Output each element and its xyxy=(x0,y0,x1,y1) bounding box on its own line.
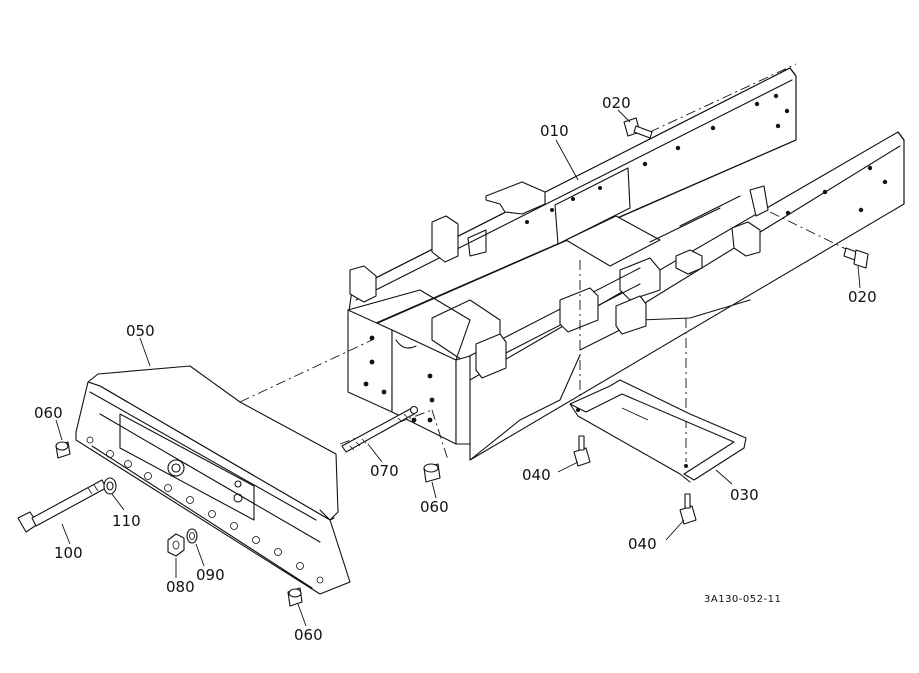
cap-060-bottom xyxy=(287,587,303,607)
callout-080: 080 xyxy=(166,578,195,596)
callout-060-mid: 060 xyxy=(420,498,449,516)
callout-110: 110 xyxy=(112,512,141,530)
washer-110 xyxy=(103,477,117,495)
nut-080 xyxy=(167,533,185,557)
drawing-code: 3A130-052-11 xyxy=(704,594,781,605)
front-frame-box xyxy=(347,289,471,445)
callout-020-right: 020 xyxy=(848,288,877,306)
callout-040-bottom: 040 xyxy=(628,535,657,553)
callout-040-left: 040 xyxy=(522,466,551,484)
callout-060-left: 060 xyxy=(34,404,63,422)
under-guard-030 xyxy=(569,379,747,483)
bolt-020-right xyxy=(843,247,869,269)
leader-lines xyxy=(55,109,861,627)
washer-090 xyxy=(186,528,198,544)
callout-090: 090 xyxy=(196,566,225,584)
callout-labels: 010 020 020 030 040 040 050 060 060 060 … xyxy=(34,94,877,644)
rail-010-holes xyxy=(525,93,790,224)
callout-070: 070 xyxy=(370,462,399,480)
bumper-holes xyxy=(86,436,324,584)
bolt-100 xyxy=(17,479,107,533)
callout-020-top: 020 xyxy=(602,94,631,112)
callout-050: 050 xyxy=(126,322,155,340)
bolt-040-left xyxy=(573,435,591,467)
bolt-040-bottom xyxy=(679,493,697,525)
bolt-020-top xyxy=(623,117,653,139)
callout-010: 010 xyxy=(540,122,569,140)
front-bumper-050 xyxy=(75,365,351,595)
cap-060-mid xyxy=(423,463,441,483)
frame-rail-010 xyxy=(347,67,797,331)
callout-030: 030 xyxy=(730,486,759,504)
frame-rail-right xyxy=(469,131,905,461)
cap-060-left xyxy=(55,441,71,459)
callout-060-bottom: 060 xyxy=(294,626,323,644)
callout-100: 100 xyxy=(54,544,83,562)
stud-bolt-070 xyxy=(341,405,419,453)
